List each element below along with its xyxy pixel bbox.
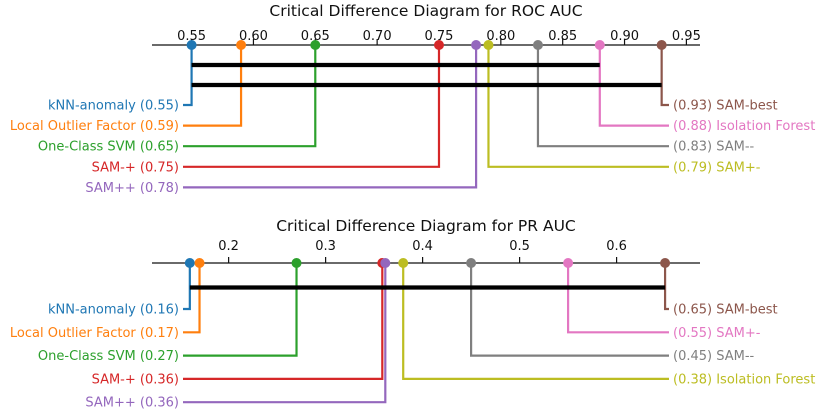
axis-tick-label: 0.90 xyxy=(610,29,639,44)
method-dot-local-outlier-factor xyxy=(236,40,247,50)
method-label-one-class-svm: One-Class SVM (0.27) xyxy=(38,349,179,364)
method-label-sam-plus: SAM-+ (0.36) xyxy=(92,372,179,387)
method-dot-sam xyxy=(466,258,477,268)
method-connector-sam-best xyxy=(663,263,669,311)
method-connector-knn-anomaly xyxy=(183,263,191,311)
method-label-samplus: (0.55) SAM+- xyxy=(673,326,761,341)
method-label-isolation-forest: (0.88) Isolation Forest xyxy=(673,119,815,134)
method-connector-isolation-forest xyxy=(402,263,669,380)
method-dot-sam-best xyxy=(660,258,671,268)
method-connector-local-outlier-factor xyxy=(183,263,201,334)
method-label-sam: (0.45) SAM-- xyxy=(673,349,755,364)
axis-tick-label: 0.6 xyxy=(606,239,627,254)
method-dot-sam-plus xyxy=(433,40,444,50)
axis-tick-label: 0.4 xyxy=(412,239,433,254)
method-label-knn-anomaly: kNN-anomaly (0.16) xyxy=(48,303,179,318)
method-label-sam-best: (0.65) SAM-best xyxy=(673,303,778,318)
cd-diagram-svg-1: Critical Difference Diagram for PR AUC 0.… xyxy=(10,217,815,410)
method-label-knn-anomaly: kNN-anomaly (0.55) xyxy=(48,99,179,114)
diagram-title: Critical Difference Diagram for ROC AUC xyxy=(269,2,582,20)
method-label-one-class-svm: One-Class SVM (0.65) xyxy=(38,140,179,155)
method-dot-isolation-forest xyxy=(398,258,409,268)
method-connector-isolation-forest xyxy=(598,45,669,127)
method-connector-sam-plus xyxy=(183,263,384,380)
method-connector-local-outlier-factor xyxy=(183,45,243,127)
axis-tick-label: 0.70 xyxy=(363,29,392,44)
method-label-samplusplus: SAM++ (0.36) xyxy=(85,396,179,410)
method-dot-samplus xyxy=(563,258,574,268)
method-label-local-outlier-factor: Local Outlier Factor (0.59) xyxy=(10,119,179,134)
method-connector-one-class-svm xyxy=(183,263,298,357)
axis-tick-label: 0.3 xyxy=(315,239,336,254)
method-dot-samplus xyxy=(483,40,494,50)
method-dot-one-class-svm xyxy=(291,258,302,268)
axis-tick-label: 0.55 xyxy=(177,29,206,44)
axis-tick-label: 0.85 xyxy=(548,29,577,44)
axis-tick-label: 0.2 xyxy=(218,239,239,254)
method-label-samplusplus: SAM++ (0.78) xyxy=(85,181,179,196)
axis-tick-label: 0.95 xyxy=(672,29,701,44)
method-connector-samplus xyxy=(566,263,669,334)
method-dot-knn-anomaly xyxy=(184,258,195,268)
method-label-sam-plus: SAM-+ (0.75) xyxy=(92,160,179,175)
method-dot-samplusplus xyxy=(471,40,482,50)
method-label-local-outlier-factor: Local Outlier Factor (0.17) xyxy=(10,326,179,341)
method-dot-one-class-svm xyxy=(310,40,321,50)
diagram-title: Critical Difference Diagram for PR AUC xyxy=(276,217,576,235)
method-label-samplus: (0.79) SAM+- xyxy=(673,160,761,175)
method-connector-samplusplus xyxy=(183,45,478,189)
method-label-sam-best: (0.93) SAM-best xyxy=(673,99,778,114)
method-connector-sam xyxy=(470,263,669,357)
axis-tick-label: 0.60 xyxy=(239,29,268,44)
method-label-isolation-forest: (0.38) Isolation Forest xyxy=(673,372,815,387)
method-connector-sam-best xyxy=(660,45,669,107)
axis-tick-label: 0.65 xyxy=(301,29,330,44)
cd-diagram-svg-0: Critical Difference Diagram for ROC AUC0… xyxy=(10,2,815,196)
method-connector-sam xyxy=(536,45,669,148)
method-dot-local-outlier-factor xyxy=(194,258,205,268)
method-connector-knn-anomaly xyxy=(183,45,193,107)
method-label-sam: (0.83) SAM-- xyxy=(673,140,755,155)
axis-tick-label: 0.75 xyxy=(425,29,454,44)
method-connector-one-class-svm xyxy=(183,45,317,148)
axis-tick-label: 0.80 xyxy=(486,29,515,44)
method-dot-sam-best xyxy=(656,40,667,50)
method-dot-isolation-forest xyxy=(594,40,605,50)
method-dot-sam xyxy=(532,40,543,50)
method-dot-samplusplus xyxy=(380,258,391,268)
method-dot-knn-anomaly xyxy=(186,40,197,50)
axis-tick-label: 0.5 xyxy=(509,239,530,254)
method-connector-samplusplus xyxy=(183,263,387,404)
